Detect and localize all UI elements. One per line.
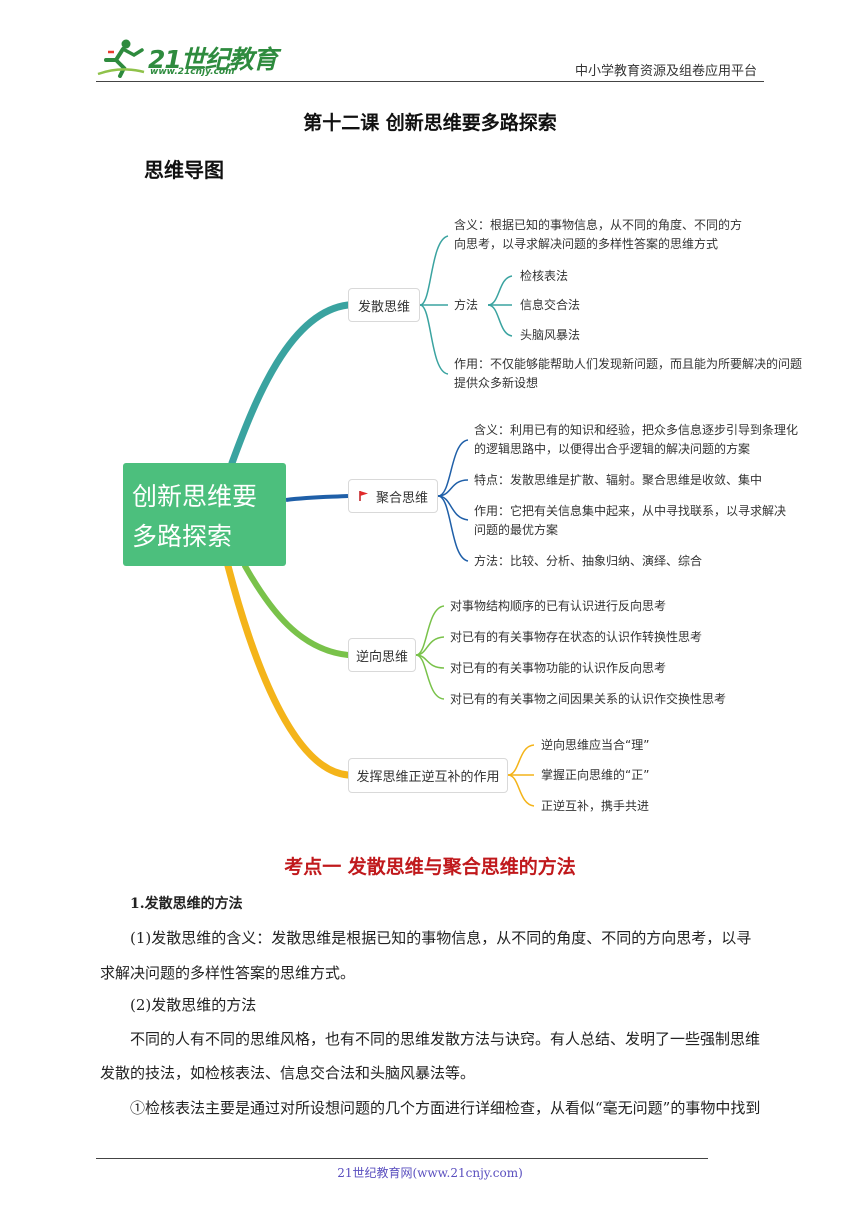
divergent-method-label: 方法 <box>454 298 479 312</box>
paragraph: (1)发散思维的含义：发散思维是根据已知的事物信息，从不同的角度、不同的方向思考… <box>130 929 752 947</box>
node-complementary: 发挥思维正逆互补的作用 <box>348 758 508 793</box>
footer-text: 21世纪教育网(www.21cnjy.com) <box>337 1166 523 1180</box>
complementary-item: 掌握正向思维的“正” <box>541 768 650 782</box>
page-title: 第十二课 创新思维要多路探索 <box>303 112 557 134</box>
complementary-item: 正逆互补，携手共进 <box>541 799 650 813</box>
divergent-effect: 作用：不仅能够能帮助人们发现新问题，而且能为所要解决的问题 提供众多新设想 <box>454 355 802 393</box>
complementary-item: 逆向思维应当合“理” <box>541 738 650 752</box>
node-convergent-thinking: 聚合思维 <box>348 479 438 513</box>
text-line: 的逻辑思路中，以便得出合乎逻辑的解决问题的方案 <box>474 442 751 456</box>
method-item: 检核表法 <box>520 269 569 283</box>
paragraph: 求解决问题的多样性答案的思维方式。 <box>100 964 356 982</box>
node-reverse-thinking: 逆向思维 <box>348 638 416 672</box>
reverse-item: 对事物结构顺序的已有认识进行反向思考 <box>450 599 667 613</box>
paragraph: 发散的技法，如检核表法、信息交合法和头脑风暴法等。 <box>100 1064 476 1082</box>
node-divergent-thinking: 发散思维 <box>348 288 420 322</box>
runner-logo-icon <box>97 39 145 78</box>
divergent-meaning: 含义：根据已知的事物信息，从不同的角度、不同的方 向思考，以寻求解决问题的多样性… <box>454 216 742 254</box>
logo-text: 21世纪教育 <box>148 45 278 74</box>
text-line: 含义：根据已知的事物信息，从不同的角度、不同的方 <box>454 218 743 232</box>
text-line: 作用：它把有关信息集中起来，从中寻找联系，以寻求解决 <box>474 504 787 518</box>
mindmap-heading: 思维导图 <box>144 158 224 182</box>
logo <box>96 38 146 78</box>
text-line: 问题的最优方案 <box>474 523 559 537</box>
paragraph: (2)发散思维的方法 <box>130 996 257 1014</box>
red-flag-icon <box>359 491 368 501</box>
reverse-item: 对已有的有关事物存在状态的认识作转换性思考 <box>450 630 703 644</box>
node-label: 逆向思维 <box>355 649 408 665</box>
logo-url: www.21cnjy.com <box>150 67 235 77</box>
connector-branch4 <box>224 562 352 779</box>
header-divider <box>96 81 764 82</box>
node-label: 聚合思维 <box>375 490 428 506</box>
paragraph: ①检核表法主要是通过对所设想问题的几个方面进行详细检查，从看似“毫无问题”的事物… <box>130 1099 761 1117</box>
paragraph: 不同的人有不同的思维风格，也有不同的思维发散方法与诀窍。有人总结、发明了一些强制… <box>130 1030 761 1048</box>
text-line: 作用：不仅能够能帮助人们发现新问题，而且能为所要解决的问题 <box>454 357 803 371</box>
mindmap-center-node: 创新思维要 多路探索 <box>123 463 286 566</box>
section-title: 考点一 发散思维与聚合思维的方法 <box>284 856 576 878</box>
center-line1: 创新思维要 <box>132 482 258 511</box>
footer-divider <box>96 1158 708 1159</box>
method-item: 信息交合法 <box>520 298 581 312</box>
text-line: 含义：利用已有的知识和经验，把众多信息逐步引导到条理化 <box>474 423 799 437</box>
convergent-method: 方法：比较、分析、抽象归纳、演绎、综合 <box>474 554 703 568</box>
center-line2: 多路探索 <box>132 522 233 551</box>
connector-branch2 <box>285 494 349 502</box>
section-subheading: 1.发散思维的方法 <box>130 896 243 912</box>
convergent-meaning: 含义：利用已有的知识和经验，把众多信息逐步引导到条理化 的逻辑思路中，以便得出合… <box>474 421 798 459</box>
header-platform-text: 中小学教育资源及组卷应用平台 <box>575 64 758 79</box>
convergent-effect: 作用：它把有关信息集中起来，从中寻找联系，以寻求解决 问题的最优方案 <box>474 502 786 540</box>
text-line: 提供众多新设想 <box>454 376 539 390</box>
reverse-item: 对已有的有关事物功能的认识作反向思考 <box>450 661 667 675</box>
connector-branch3 <box>242 563 351 658</box>
connector-branch1 <box>228 301 352 467</box>
reverse-item: 对已有的有关事物之间因果关系的认识作交换性思考 <box>450 692 727 706</box>
convergent-feature: 特点：发散思维是扩散、辐射。聚合思维是收敛、集中 <box>474 473 763 487</box>
mindmap-connectors <box>224 235 535 807</box>
method-item: 头脑风暴法 <box>520 328 581 342</box>
node-label: 发散思维 <box>357 299 410 315</box>
node-label: 发挥思维正逆互补的作用 <box>356 770 500 785</box>
text-line: 向思考，以寻求解决问题的多样性答案的思维方式 <box>454 237 719 251</box>
